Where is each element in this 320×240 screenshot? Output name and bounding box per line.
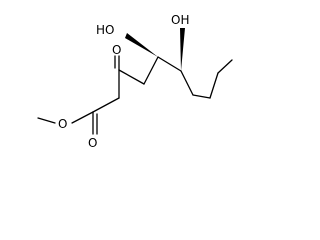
ester-oxygen-label: O	[58, 117, 67, 131]
ester-carbonyl-oxygen-label: O	[88, 136, 97, 150]
bond-ch2b-choh1	[143, 56, 159, 85]
bond-chain-4	[217, 59, 233, 74]
bond-chain-2	[192, 94, 211, 99]
bond-carbonyl-ch2	[92, 97, 120, 113]
bond-ketone-ch2b	[118, 69, 145, 85]
wedge-bond-oh1	[125, 33, 158, 57]
molecule-canvas: HO OH O O O	[37, 13, 233, 150]
bond-group	[37, 55, 233, 135]
hydroxyl-label-1: HO	[96, 23, 114, 37]
ketone-oxygen-label: O	[112, 43, 121, 57]
hydroxyl-label-2: OH	[171, 13, 189, 27]
bond-oxygen-carbonyl	[71, 111, 94, 124]
bond-methyl-oxygen	[37, 117, 56, 124]
stereo-wedges	[125, 28, 185, 71]
bond-choh2-c1	[180, 70, 194, 96]
structure-diagram: HO OH O O O	[37, 13, 233, 150]
bond-choh1-choh2	[157, 56, 182, 72]
wedge-bond-oh2	[180, 28, 185, 71]
atom-labels: HO OH O O O	[58, 13, 189, 150]
bond-chain-3	[209, 72, 219, 99]
